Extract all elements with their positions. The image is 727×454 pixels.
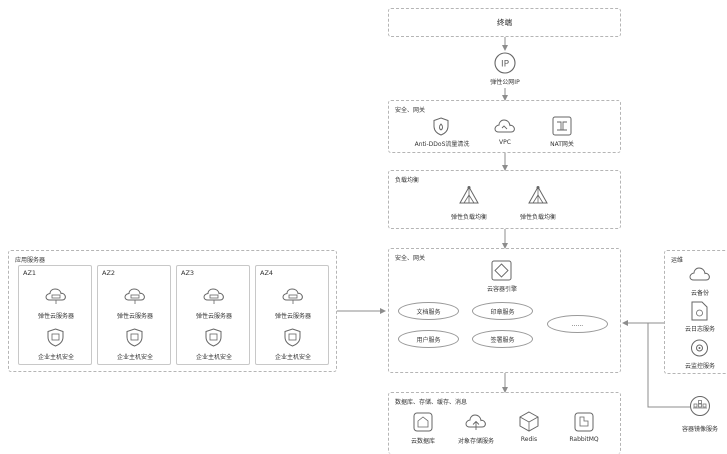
az-security-label: 企业主机安全 [195,354,233,361]
host-security-icon [126,328,143,351]
security-gateway-center-box: 安全、网关 [388,248,621,373]
cloud-server-icon [45,288,67,309]
cloud-server-icon [124,288,146,309]
az-server-label: 弹性云服务器 [37,313,75,320]
az-panel: AZ3 弹性云服务器 企业主机安全 [176,265,250,365]
az-title: AZ1 [23,269,37,277]
arrow-registry-to-center [647,323,690,408]
data-item-label: RabbitMQ [569,436,599,443]
ops-box: 运维 [664,250,727,374]
app-servers-title: 应用服务器 [15,257,46,264]
rabbitmq-icon [574,412,594,436]
eip-icon: IP [494,52,516,74]
data-item-label: 对象存储服务 [457,438,495,445]
object-storage-icon [465,413,487,435]
shield-icon [433,117,449,140]
lb-item-label: 弹性负载均衡 [519,214,557,221]
data-item-label: Redis [520,436,538,443]
load-balancer-icon [527,185,549,211]
service-pill: 文档服务 [398,302,459,320]
database-icon [413,412,433,436]
redis-cube-icon [519,411,539,436]
service-pill: 签署服务 [472,330,533,348]
load-balancing-box: 负载均衡 [388,170,621,229]
container-engine-label: 云容器引擎 [486,286,518,293]
ops-title: 运维 [671,257,684,264]
cloud-backup-icon [689,266,711,286]
az-title: AZ2 [102,269,116,277]
az-panel: AZ1 弹性云服务器 企业主机安全 [18,265,92,365]
ops-item-label: 云备份 [690,290,710,297]
az-security-label: 企业主机安全 [37,354,75,361]
security-top-item-label: NAT网关 [550,141,574,148]
host-security-icon [205,328,222,351]
security-gateway-center-title: 安全、网关 [395,255,426,262]
load-balancer-icon [458,185,480,211]
security-gateway-top-box: 安全、网关 [388,100,621,153]
ops-item-label: 云监控服务 [684,363,716,370]
az-title: AZ3 [181,269,195,277]
host-security-icon [284,328,301,351]
data-layer-title: 数据库、存储、缓存、消息 [395,399,468,406]
monitor-eye-icon [689,339,710,361]
container-registry-icon [689,396,711,420]
ops-item-label: 云日志服务 [684,326,716,333]
security-gateway-top-title: 安全、网关 [395,107,426,114]
service-pill-more: ...... [547,315,608,333]
terminal-box: 终端 [388,8,621,37]
cloud-icon [494,118,516,138]
svg-text:IP: IP [501,60,510,70]
cloud-server-icon [203,288,225,309]
az-title: AZ4 [260,269,274,277]
az-server-label: 弹性云服务器 [195,313,233,320]
load-balancing-title: 负载均衡 [395,177,420,184]
az-server-label: 弹性云服务器 [274,313,312,320]
app-servers-box: 应用服务器 [8,250,337,372]
eip-label: 弹性公网IP [490,79,520,86]
security-top-item-label: VPC [499,139,511,146]
az-panel: AZ4 弹性云服务器 企业主机安全 [255,265,329,365]
data-item-label: 云数据库 [410,438,436,445]
lb-item-label: 弹性负载均衡 [450,214,488,221]
service-pill: 用户服务 [398,330,459,348]
az-security-label: 企业主机安全 [116,354,154,361]
cloud-server-icon [282,288,304,309]
security-top-item-label: Anti-DDoS流量清洗 [414,141,470,148]
data-layer-box: 数据库、存储、缓存、消息 [388,392,621,454]
terminal-label: 终端 [497,18,512,27]
log-service-icon [691,301,708,325]
az-security-label: 企业主机安全 [274,354,312,361]
nat-gateway-icon [552,116,572,140]
az-server-label: 弹性云服务器 [116,313,154,320]
service-pill: 印章服务 [472,302,533,320]
image-service-label: 容器镜像服务 [681,426,719,433]
host-security-icon [47,328,64,351]
az-panel: AZ2 弹性云服务器 企业主机安全 [97,265,171,365]
container-engine-icon [491,260,512,285]
